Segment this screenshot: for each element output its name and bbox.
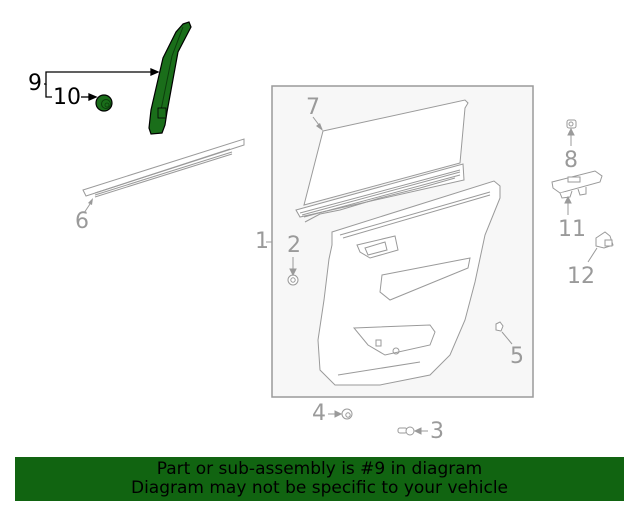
callout-6[interactable]: 6 [75,209,89,234]
banner-line-part: Part or sub-assembly is #9 in diagram [156,459,483,479]
callout-9[interactable]: 9 [28,71,42,96]
part-5-clip[interactable] [495,321,513,345]
leader-7-arrow [316,123,323,131]
callout-5[interactable]: 5 [510,344,524,369]
callout-1[interactable]: 1 [255,229,269,254]
callout-11[interactable]: 11 [558,217,586,242]
leader-9-10 [44,68,160,101]
callout-8[interactable]: 8 [564,148,578,173]
part-4-clip[interactable] [328,408,353,420]
callout-2[interactable]: 2 [287,233,301,258]
callout-7[interactable]: 7 [306,95,320,120]
callout-3[interactable]: 3 [430,419,444,444]
part-7-upper-panel[interactable] [295,99,469,223]
leader-6-arrow [88,198,93,205]
part-9-garnish[interactable] [148,21,192,135]
part-6-moulding[interactable] [82,138,245,214]
callout-10[interactable]: 10 [53,85,81,110]
callout-12[interactable]: 12 [567,264,595,289]
part-11-switch-base[interactable] [551,170,603,215]
part-1-door-panel[interactable] [317,180,501,386]
part-8-clip[interactable] [566,119,577,146]
callout-4[interactable]: 4 [312,401,326,426]
part-12-bracket[interactable] [587,231,614,263]
part-3-screw[interactable] [397,426,428,436]
part-10-clip[interactable] [95,94,113,112]
part-2-clip[interactable] [287,257,299,286]
info-banner: Part or sub-assembly is #9 in diagram Di… [15,457,624,501]
banner-line-disclaimer: Diagram may not be specific to your vehi… [130,478,508,498]
